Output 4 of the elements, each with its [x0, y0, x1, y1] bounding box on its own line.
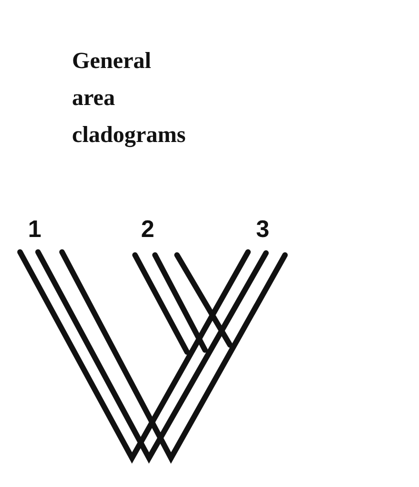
- tip-label: 2: [141, 218, 154, 242]
- tip-label: 3: [256, 218, 270, 242]
- tip-label: 1: [28, 218, 42, 242]
- title: General area cladograms: [72, 47, 186, 150]
